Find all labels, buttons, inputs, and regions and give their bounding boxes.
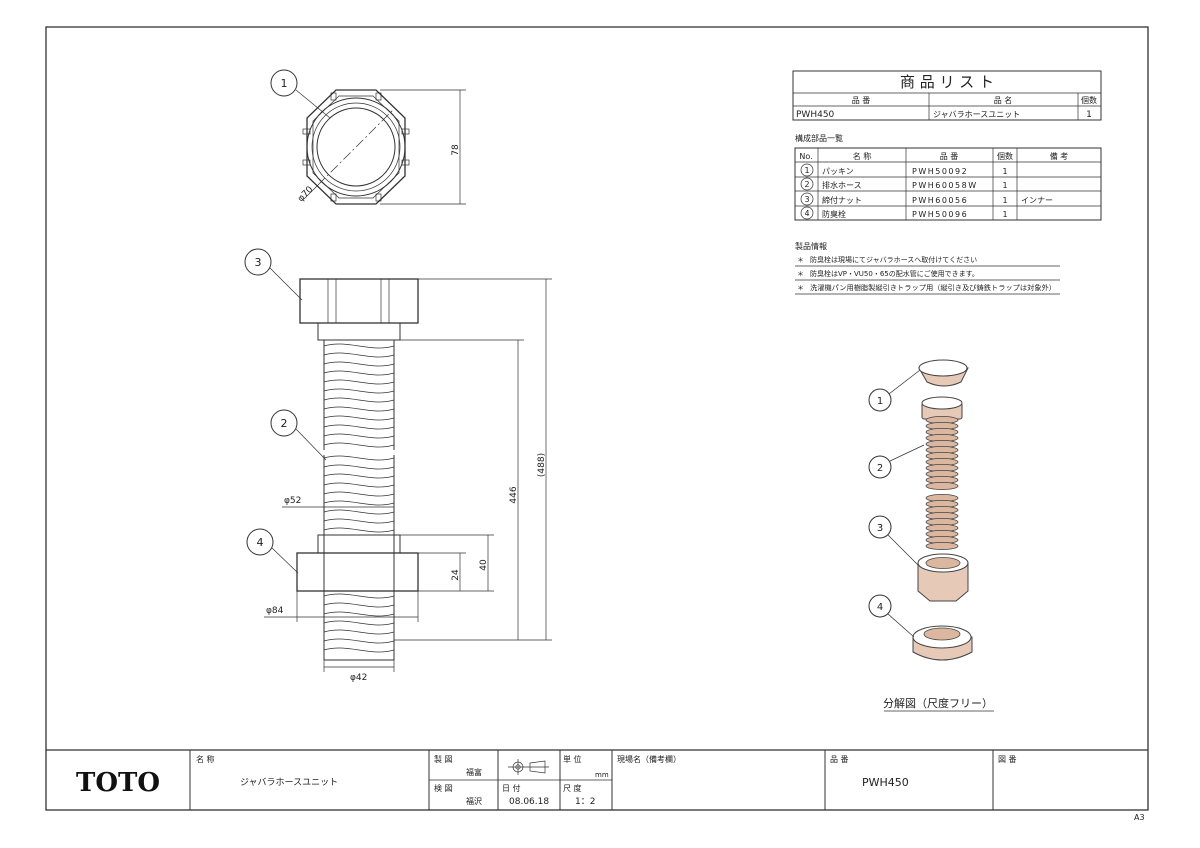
info-title: 製品情報 (795, 241, 827, 251)
svg-text:PWH50092: PWH50092 (912, 167, 968, 176)
scale-label: 尺 度 (563, 783, 582, 793)
parts-header-name: 名 称 (853, 151, 872, 161)
svg-text:1: 1 (281, 77, 288, 90)
svg-text:PWH50096: PWH50096 (912, 210, 968, 219)
drawn-label: 製 図 (434, 754, 453, 764)
svg-text:防臭栓は現場にてジャバラホースへ取付けてください: 防臭栓は現場にてジャバラホースへ取付けてください (810, 255, 977, 264)
dim-h446: 446 (509, 486, 519, 503)
svg-text:1: 1 (804, 166, 809, 175)
callout-3-exploded: 3 (868, 515, 919, 566)
svg-text:1: 1 (877, 396, 883, 407)
checked-label: 検 図 (434, 783, 453, 793)
svg-text:PWH60058W: PWH60058W (912, 181, 978, 190)
date-value: 08.06.18 (509, 797, 549, 807)
svg-text:2: 2 (877, 463, 883, 474)
svg-text:防臭栓はVP・VU50・65の配水管にご使用できます。: 防臭栓はVP・VU50・65の配水管にご使用できます。 (810, 269, 979, 278)
dim-d84: φ84 (266, 606, 284, 616)
info-item-1: ＊ 防臭栓は現場にてジャバラホースへ取付けてください (797, 255, 977, 264)
code-value: PWH450 (862, 776, 909, 789)
callout-2-side: 2 (270, 409, 327, 461)
parts-row-4: 4 防臭栓 PWH50096 1 (804, 209, 1007, 219)
drawing-no-label: 図 番 (998, 754, 1017, 764)
info-lines (795, 265, 1060, 295)
exploded-view-label: 分解図（尺度フリー） (883, 696, 993, 710)
svg-text:2: 2 (804, 180, 809, 189)
svg-text:＊: ＊ (797, 284, 804, 292)
product-list-title: 商 品 リ ス ト (900, 73, 994, 91)
svg-text:＊: ＊ (797, 270, 804, 278)
dim-top-diameter: φ70 (296, 185, 316, 205)
parts-header-note: 備 考 (1050, 151, 1069, 161)
dim-h40: 40 (479, 559, 489, 571)
title-block (46, 749, 1148, 810)
product-list-name: ジャバラホースユニット (933, 110, 1020, 119)
svg-text:パッキン: パッキン (822, 167, 854, 176)
product-list-qty: 1 (1086, 110, 1092, 120)
callout-4-exploded: 4 (868, 594, 915, 638)
info-item-3: ＊ 洗濯機パン用樹脂製縦引きトラップ用（縦引き及び鋳鉄トラップは対象外） (797, 283, 1056, 292)
svg-text:2: 2 (281, 417, 288, 430)
parts-table (794, 147, 1102, 221)
side-view (264, 278, 552, 672)
unit-label: 単 位 (563, 754, 582, 764)
svg-text:3: 3 (877, 523, 883, 534)
svg-text:締付ナット: 締付ナット (822, 195, 862, 205)
svg-text:1: 1 (1002, 210, 1007, 219)
svg-text:4: 4 (257, 536, 264, 549)
svg-text:1: 1 (1002, 196, 1007, 205)
parts-row-1: 1 パッキン PWH50092 1 (804, 166, 1007, 176)
svg-text:＊: ＊ (797, 256, 804, 264)
parts-header-no: No. (799, 152, 812, 161)
date-label: 日 付 (502, 783, 521, 793)
product-list-header-name: 品 名 (994, 95, 1013, 105)
product-list-header-qty: 個数 (1081, 95, 1097, 105)
name-value: ジャバラホースユニット (240, 777, 338, 788)
callout-3-side: 3 (244, 248, 303, 301)
svg-text:排水ホース: 排水ホース (822, 180, 862, 190)
code-label: 品 番 (830, 754, 849, 764)
svg-text:防臭栓: 防臭栓 (822, 209, 846, 219)
top-view (302, 89, 466, 205)
dim-h24: 24 (451, 569, 461, 581)
dim-d42: φ42 (350, 673, 367, 683)
product-list-table (792, 70, 1102, 121)
drawn-by: 福富 (466, 767, 482, 777)
svg-text:3: 3 (804, 195, 809, 204)
sheet-border (45, 26, 1149, 811)
unit-value: mm (595, 771, 609, 779)
dim-d52: φ52 (284, 496, 301, 506)
parts-header-qty: 個数 (997, 151, 1013, 161)
svg-text:4: 4 (804, 209, 809, 218)
product-list-code: PWH450 (796, 110, 835, 120)
info-item-2: ＊ 防臭栓はVP・VU50・65の配水管にご使用できます。 (797, 269, 979, 278)
scale-value: 1：2 (575, 797, 595, 807)
svg-text:1: 1 (1002, 181, 1007, 190)
sheet-size: A3 (1134, 813, 1145, 822)
callout-4-side: 4 (246, 528, 299, 574)
parts-row-3: 3 締付ナット PWH60056 1 インナー (804, 195, 1053, 205)
dim-h488: (488) (537, 453, 547, 477)
parts-title: 構成部品一覧 (795, 133, 843, 143)
exploded-view (912, 359, 973, 661)
svg-text:インナー: インナー (1021, 196, 1053, 205)
callout-2-exploded: 2 (868, 444, 925, 479)
dim-top-height: 78 (451, 144, 461, 156)
parts-row-2: 2 排水ホース PWH60058W 1 (804, 180, 1007, 190)
svg-text:4: 4 (877, 602, 883, 613)
parts-header-code: 品 番 (940, 151, 959, 161)
svg-text:洗濯機パン用樹脂製縦引きトラップ用（縦引き及び鋳鉄トラップは: 洗濯機パン用樹脂製縦引きトラップ用（縦引き及び鋳鉄トラップは対象外） (810, 283, 1056, 292)
svg-text:PWH60056: PWH60056 (912, 196, 968, 205)
checked-by: 福沢 (466, 797, 482, 806)
site-label: 現場名（備考欄） (617, 754, 681, 764)
product-list-header-code: 品 番 (852, 95, 871, 105)
svg-text:1: 1 (1002, 167, 1007, 176)
svg-text:3: 3 (255, 256, 262, 269)
callout-1-top: 1 (270, 69, 331, 119)
callout-1-exploded: 1 (868, 369, 921, 412)
toto-logo: TOTO (76, 768, 160, 798)
name-label: 名 称 (196, 754, 215, 764)
